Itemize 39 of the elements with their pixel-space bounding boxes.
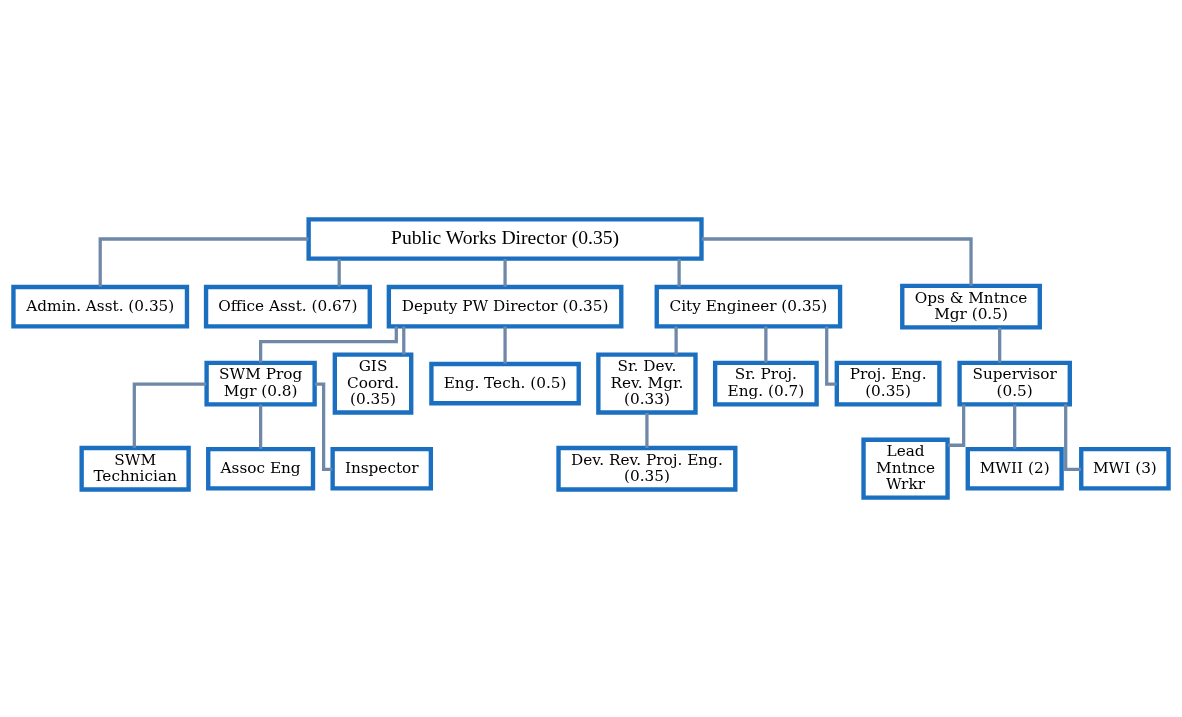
connector	[314, 382, 333, 471]
connector	[259, 404, 263, 449]
node-box: MWII (2)	[965, 446, 1064, 491]
connector	[701, 237, 973, 286]
node-box: Deputy PW Director (0.35)	[386, 284, 624, 329]
connector	[677, 258, 681, 287]
connector	[674, 326, 678, 355]
connector	[259, 326, 398, 363]
connector	[503, 258, 507, 287]
node-box: Public Works Director (0.35)	[306, 217, 704, 261]
node-box: Assoc Eng	[206, 446, 316, 491]
node-box: Ops & Mntnce Mgr (0.5)	[900, 283, 1042, 330]
node-box: Supervisor (0.5)	[957, 360, 1072, 407]
connector	[98, 237, 309, 287]
connector	[1064, 404, 1081, 471]
connector	[764, 326, 768, 363]
node-box: SWM Technician	[79, 445, 191, 492]
connector	[825, 326, 837, 386]
node-box: Dev. Rev. Proj. Eng. (0.35)	[556, 445, 738, 492]
node-box: Proj. Eng. (0.35)	[834, 360, 942, 407]
node-box: Lead Mntnce Wrkr	[861, 437, 950, 500]
connector	[132, 382, 207, 448]
connector	[337, 258, 341, 287]
node-box: Inspector	[330, 446, 434, 491]
node-box: MWI (3)	[1079, 446, 1171, 491]
node-box: Office Asst. (0.67)	[203, 284, 372, 329]
connector	[947, 404, 966, 447]
node-box: SWM Prog Mgr (0.8)	[204, 360, 317, 407]
node-box: Sr. Proj. Eng. (0.7)	[712, 360, 819, 407]
connector	[503, 326, 507, 364]
connector	[402, 326, 406, 355]
connector	[1013, 404, 1017, 449]
node-box: GIS Coord. (0.35)	[332, 352, 414, 415]
node-box: City Engineer (0.35)	[654, 284, 843, 329]
node-box: Sr. Dev. Rev. Mgr. (0.33)	[596, 352, 698, 415]
node-box: Admin. Asst. (0.35)	[11, 284, 190, 329]
connector	[645, 412, 649, 448]
node-box: Eng. Tech. (0.5)	[429, 361, 581, 406]
connector	[998, 327, 1002, 363]
